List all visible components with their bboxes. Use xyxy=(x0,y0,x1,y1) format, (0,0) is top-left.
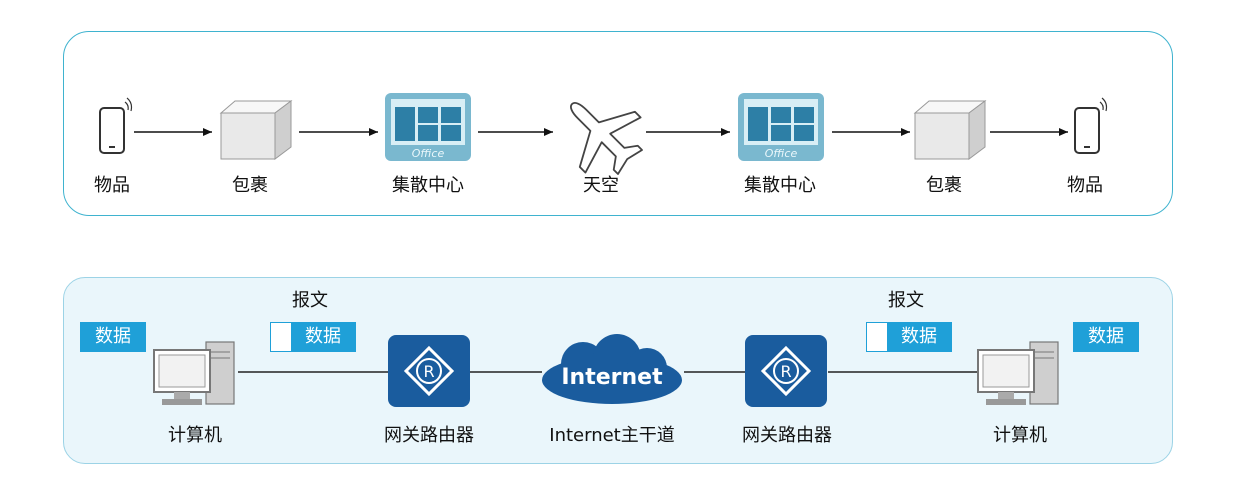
data-tag: 数据 xyxy=(887,323,951,351)
node-label: 包裹 xyxy=(926,175,962,196)
office-icon: Office xyxy=(738,93,824,161)
data-tag: 数据 xyxy=(80,322,146,352)
message-frame: 数据 xyxy=(270,322,356,352)
data-tag: 数据 xyxy=(291,323,355,351)
node-label: 天空 xyxy=(583,175,619,196)
cloud-icon: Internet xyxy=(542,334,682,404)
node-label: 集散中心 xyxy=(744,175,816,196)
box-icon xyxy=(219,100,293,160)
office-text: Office xyxy=(412,147,445,160)
node-label: 物品 xyxy=(1067,175,1103,196)
router-icon: R xyxy=(745,335,827,407)
node-label: 计算机 xyxy=(993,425,1047,446)
computer-icon xyxy=(153,341,235,405)
airplane-icon xyxy=(570,102,643,175)
node-label: Internet主干道 xyxy=(549,425,675,446)
router-icon: R xyxy=(388,335,470,407)
phone-icon xyxy=(1074,97,1108,154)
phone-icon xyxy=(99,97,133,154)
message-frame: 数据 xyxy=(866,322,952,352)
node-label: 包裹 xyxy=(232,175,268,196)
node-label: 计算机 xyxy=(168,425,222,446)
box-icon xyxy=(913,100,987,160)
computer-icon xyxy=(977,341,1059,405)
node-label: 网关路由器 xyxy=(384,425,474,446)
router-symbol: R xyxy=(423,362,434,381)
data-tag: 数据 xyxy=(1073,322,1139,352)
message-label: 报文 xyxy=(292,290,328,311)
node-label: 集散中心 xyxy=(392,175,464,196)
message-label: 报文 xyxy=(888,290,924,311)
node-label: 网关路由器 xyxy=(742,425,832,446)
office-text: Office xyxy=(765,147,798,160)
router-symbol: R xyxy=(780,362,791,381)
cloud-text: Internet xyxy=(561,365,663,390)
office-icon: Office xyxy=(385,93,471,161)
node-label: 物品 xyxy=(94,175,130,196)
